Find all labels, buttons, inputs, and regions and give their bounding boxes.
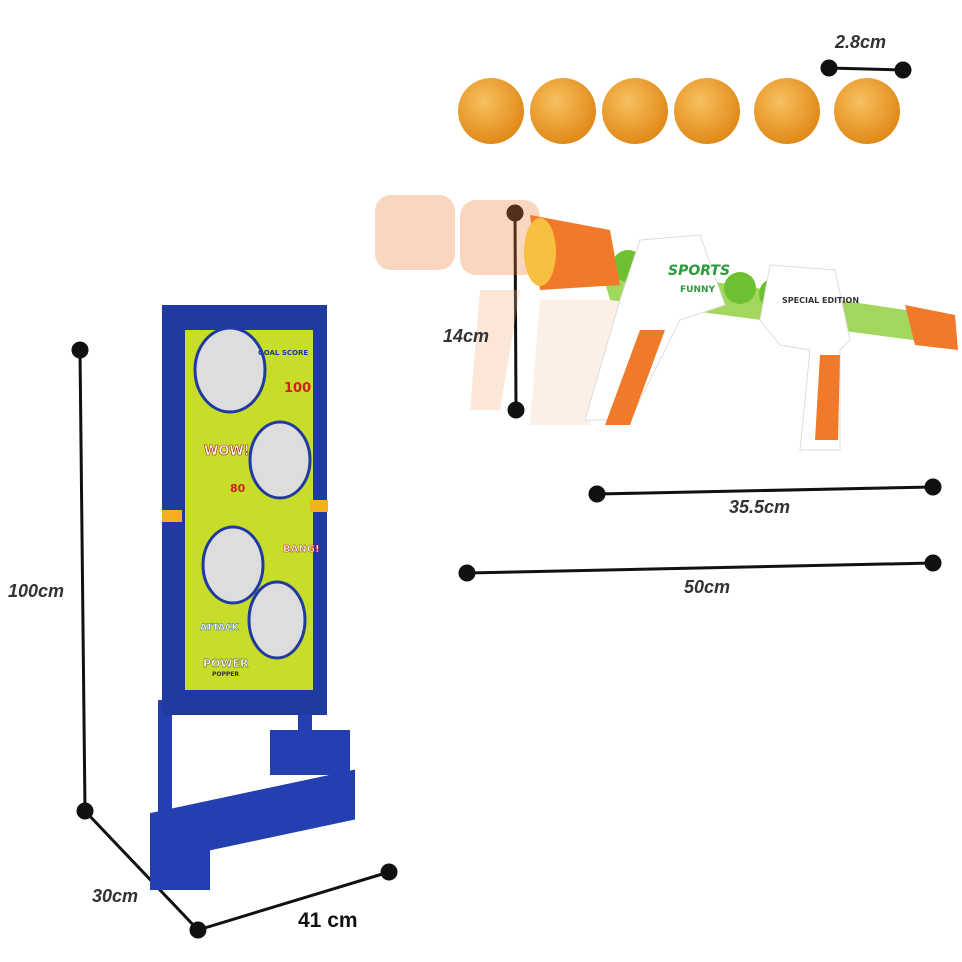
ball [834, 78, 900, 144]
bang-text: BANG! [283, 544, 320, 555]
gun-brand-text: SPORTS [668, 263, 730, 279]
target-depth-label: 30cm [92, 886, 139, 906]
gun-total-length-label: 50cm [684, 577, 731, 597]
target-stand: GOAL SCORE 100 WOW! 80 BANG! ATTACK POWE… [150, 305, 355, 890]
gun-edition-text: SPECIAL EDITION [782, 296, 859, 305]
foam-balls [458, 78, 900, 144]
ball [530, 78, 596, 144]
popper-gun: SPORTS FUNNY SPECIAL EDITION [524, 215, 958, 451]
target-header-text: GOAL SCORE [258, 349, 308, 357]
dimension-lines [71, 59, 942, 939]
power-text: POWER [203, 657, 249, 670]
score-100-text: 100 [284, 381, 311, 396]
target-height-label: 100cm [8, 581, 65, 601]
gun-body-length-label: 35.5cm [729, 497, 791, 517]
ball [674, 78, 740, 144]
attack-text: ATTACK [200, 623, 240, 633]
ball-diameter-label: 2.8cm [835, 32, 887, 52]
gun-height-label: 14cm [443, 326, 490, 346]
target-width-label: 41 cm [298, 909, 358, 932]
ball [602, 78, 668, 144]
score-80-text: 80 [230, 482, 246, 495]
gun-sub-text: FUNNY [680, 285, 716, 295]
ball [458, 78, 524, 144]
popper-text: POPPER [212, 671, 239, 678]
wow-text: WOW! [204, 444, 250, 459]
ball [754, 78, 820, 144]
